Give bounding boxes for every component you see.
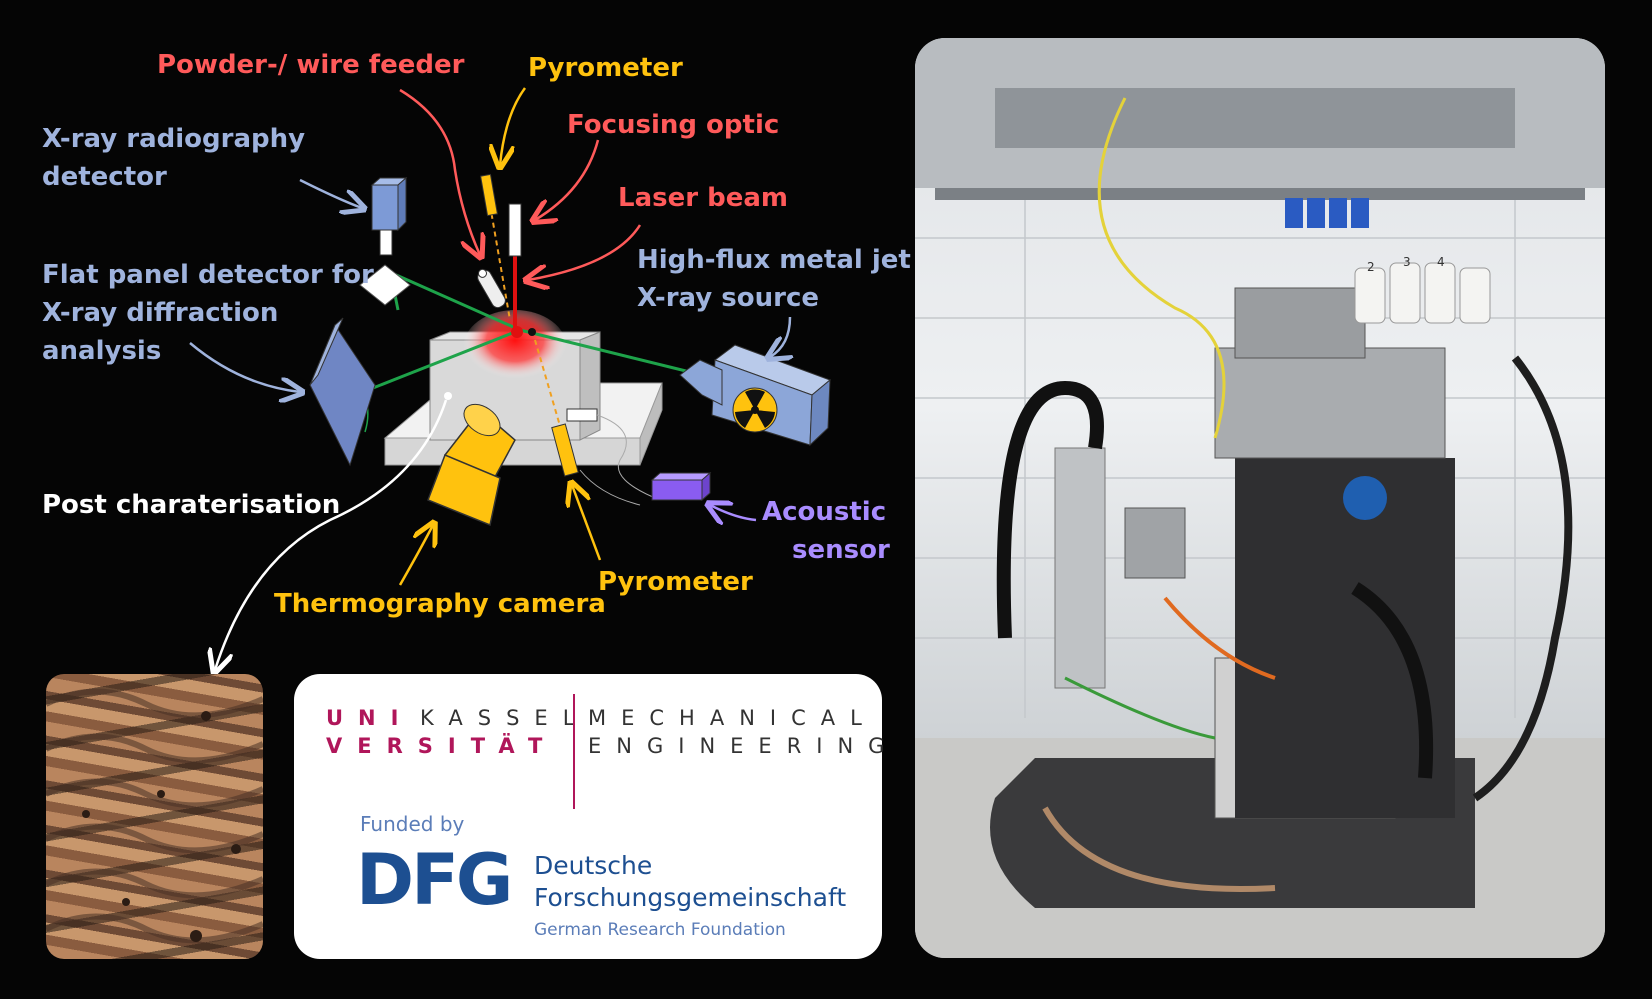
dfg-forschungsgemeinschaft: Forschungsgemeinschaft bbox=[534, 883, 847, 912]
xray-source bbox=[679, 344, 831, 447]
label-acoustic-2: sensor bbox=[792, 535, 890, 565]
bottle-number-2: 2 bbox=[1367, 260, 1375, 274]
bottle-number-3: 3 bbox=[1403, 255, 1411, 269]
arrow-xray-source bbox=[770, 316, 790, 357]
uni-kassel-kassel: KASSEL bbox=[420, 706, 590, 730]
funded-by-text: Funded by bbox=[360, 812, 465, 836]
label-pyrometer-top: Pyrometer bbox=[528, 53, 683, 83]
flat-panel-detector bbox=[309, 317, 376, 467]
label-xray-radiography-2: detector bbox=[42, 162, 167, 192]
label-post-char: Post charaterisation bbox=[42, 490, 341, 520]
thermography-camera bbox=[427, 403, 516, 527]
label-focusing-optic: Focusing optic bbox=[567, 110, 780, 140]
arrow-powder-feeder bbox=[399, 88, 480, 255]
label-metal-jet-2: X-ray source bbox=[637, 283, 819, 313]
arrow-post-char bbox=[215, 399, 448, 670]
label-flat-panel-3: analysis bbox=[42, 336, 162, 366]
label-xray-radiography: X-ray radiography bbox=[42, 124, 306, 154]
dfg-deutsche: Deutsche bbox=[534, 851, 653, 880]
lab-photo-illustration bbox=[915, 38, 1605, 958]
powder-nozzle bbox=[477, 268, 506, 309]
arrow-thermo-camera bbox=[398, 525, 433, 586]
engineering-text: ENGINEERING bbox=[588, 734, 900, 758]
label-powder-feeder: Powder-/ wire feeder bbox=[157, 50, 465, 80]
label-thermo-camera: Thermography camera bbox=[274, 589, 606, 619]
arrow-pyrometer-bottom bbox=[572, 485, 602, 561]
pyrometer-bottom-body bbox=[551, 423, 579, 477]
logo-divider bbox=[573, 694, 575, 809]
arrow-acoustic bbox=[710, 505, 757, 520]
melt-spot bbox=[511, 326, 523, 338]
arrow-laser-beam bbox=[528, 224, 642, 280]
uni-kassel-versitat: VERSITÄT bbox=[326, 734, 558, 758]
label-pyrometer-bottom: Pyrometer bbox=[598, 567, 753, 597]
acoustic-sensor bbox=[650, 471, 712, 502]
bottle-number-4: 4 bbox=[1437, 255, 1445, 269]
pyrometer-top-body bbox=[480, 173, 498, 217]
arrow-focusing-optic bbox=[535, 139, 600, 220]
arrow-pyrometer-top bbox=[500, 87, 527, 165]
uni-kassel-uni: UNI bbox=[326, 706, 414, 730]
radiography-detector bbox=[370, 176, 408, 256]
arrow-radiography bbox=[299, 178, 362, 208]
logo-card: UNI KASSEL VERSITÄT MECHANICAL ENGINEERI… bbox=[294, 674, 884, 959]
lab-setup-photo: 2 3 4 bbox=[915, 38, 1605, 958]
label-laser-beam: Laser beam bbox=[618, 183, 788, 213]
dfg-german-research: German Research Foundation bbox=[534, 920, 786, 940]
label-acoustic: Acoustic bbox=[762, 497, 887, 527]
dfg-logo: DFG bbox=[356, 839, 513, 921]
label-flat-panel: Flat panel detector for bbox=[42, 260, 374, 290]
radiography-screen bbox=[359, 264, 411, 306]
micrograph-texture bbox=[46, 688, 263, 944]
mechanical-text: MECHANICAL bbox=[588, 706, 877, 730]
focusing-optic-body bbox=[508, 203, 522, 257]
label-metal-jet: High-flux metal jet bbox=[637, 245, 911, 275]
setup-diagram bbox=[189, 87, 831, 680]
arrow-flat-panel bbox=[189, 342, 300, 392]
post-characterisation-micrograph bbox=[46, 674, 263, 959]
label-flat-panel-2: X-ray diffraction bbox=[42, 298, 279, 328]
